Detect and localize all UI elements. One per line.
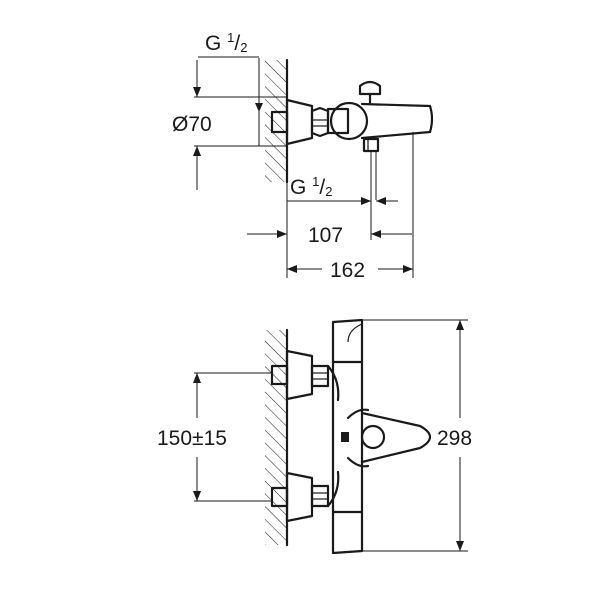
front-view: 150±15 298 bbox=[157, 318, 472, 555]
centre-distance-dimension: 150±15 bbox=[157, 373, 227, 501]
lower-connector bbox=[326, 470, 340, 508]
height-dimension: 298 bbox=[437, 320, 472, 551]
diverter-knob bbox=[358, 80, 382, 105]
outlet-distance-label: 107 bbox=[308, 224, 343, 247]
outlet-thread-dimension: G 1/2 bbox=[287, 174, 398, 205]
outlet-thread-label: G 1/2 bbox=[290, 174, 332, 199]
wall-front bbox=[265, 328, 289, 547]
inlet-thread-dimension: G 1/2 bbox=[198, 30, 263, 146]
centre-distance-label: 150±15 bbox=[157, 427, 227, 450]
upper-inlet-union bbox=[270, 349, 330, 401]
escutcheon-diameter-dimension: Ø70 bbox=[172, 60, 212, 190]
escutcheon-diameter-label: Ø70 bbox=[172, 113, 212, 136]
shower-outlet bbox=[362, 137, 380, 153]
upper-connector bbox=[326, 364, 340, 402]
wall-top bbox=[265, 58, 289, 184]
mixer-body-top bbox=[326, 101, 434, 141]
lower-inlet-union bbox=[270, 471, 330, 523]
outlet-distance-dimension: 107 bbox=[247, 224, 412, 247]
inlet-thread-label: G 1/2 bbox=[205, 30, 247, 55]
top-view: G 1/2 Ø70 G 1/2 107 bbox=[172, 30, 434, 282]
height-label: 298 bbox=[437, 427, 472, 450]
total-depth-dimension: 162 bbox=[287, 259, 413, 282]
total-depth-label: 162 bbox=[330, 259, 365, 282]
bath-spout bbox=[341, 408, 432, 468]
